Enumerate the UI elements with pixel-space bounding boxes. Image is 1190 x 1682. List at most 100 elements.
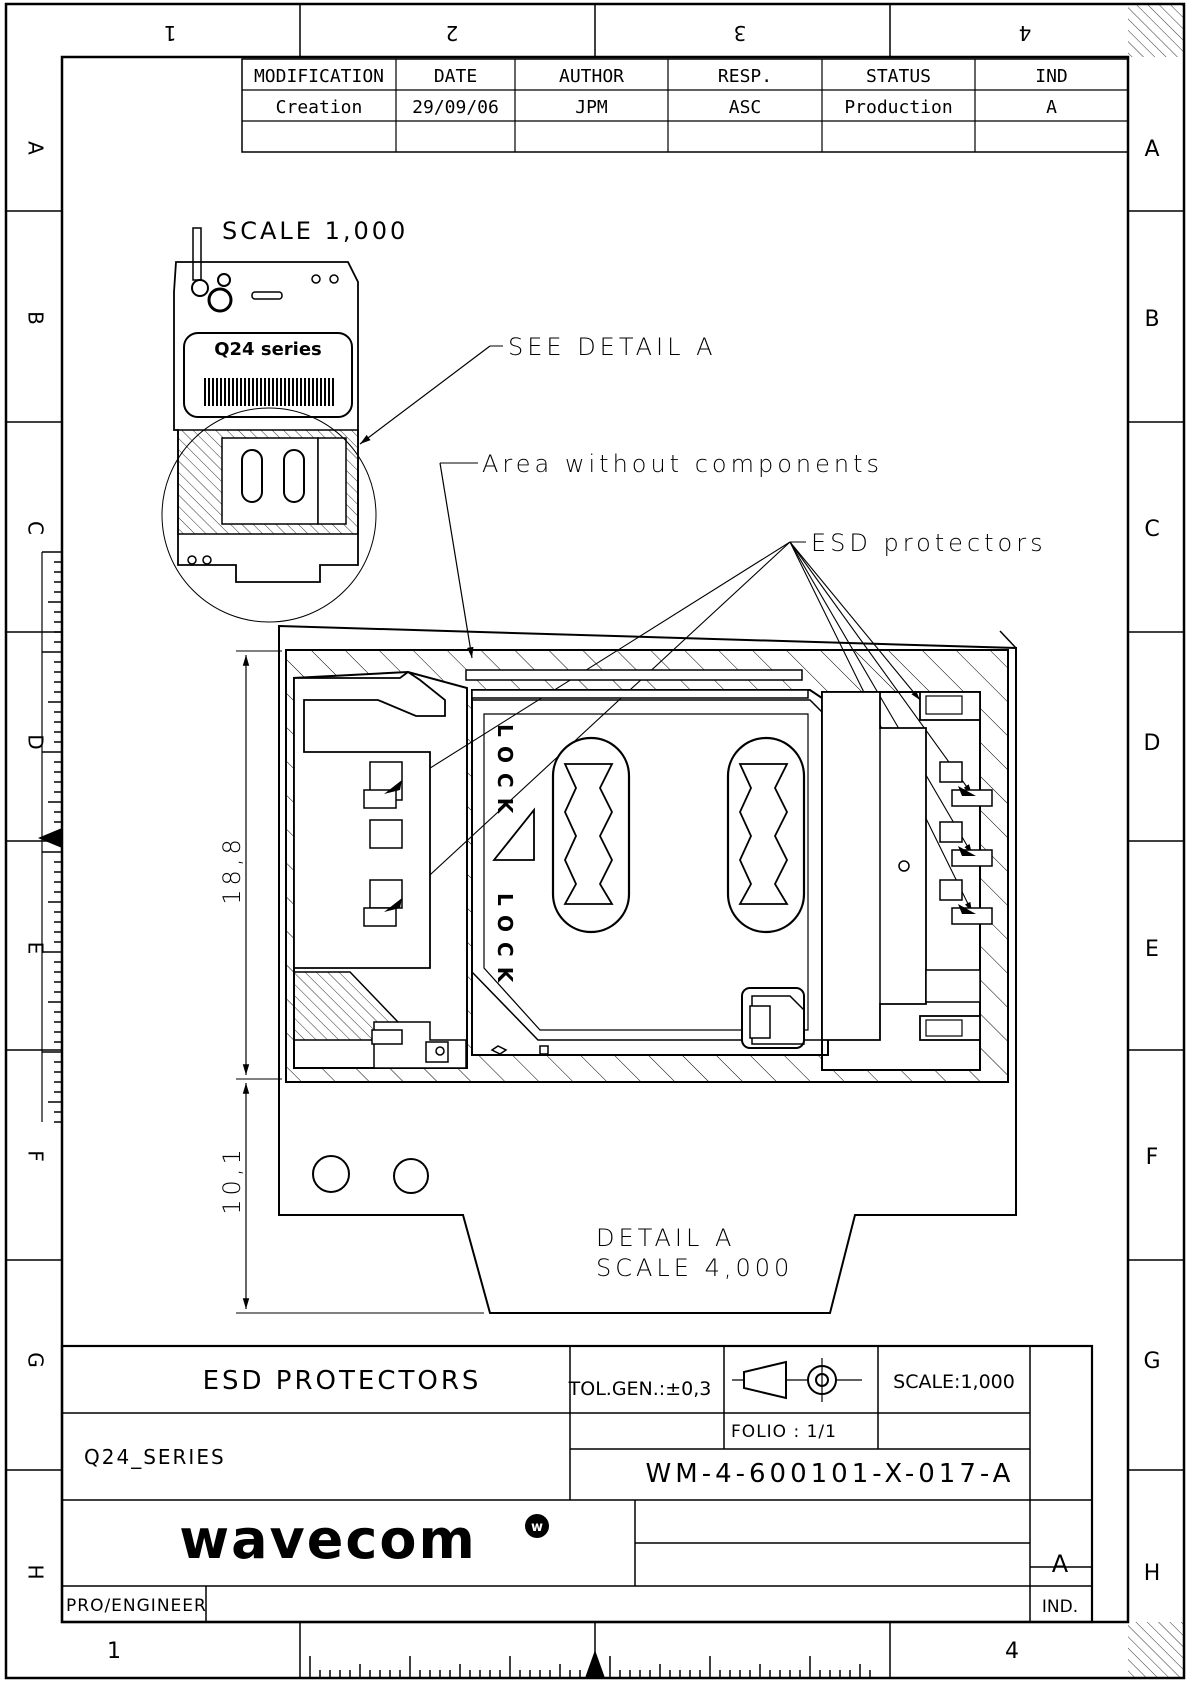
revision-cell: A <box>1046 97 1057 118</box>
revision-cell: JPM <box>575 97 608 118</box>
hole <box>311 274 321 284</box>
module-outline <box>173 261 359 583</box>
left-ruler <box>41 551 62 1123</box>
right-connector-block <box>821 691 927 1041</box>
hole <box>435 1046 445 1056</box>
revision-cell: 29/09/06 <box>412 97 499 118</box>
pcb-outline <box>278 624 1017 1314</box>
callouts: SEE DETAIL A Area without components ESD… <box>359 333 1043 913</box>
company-logo: wavecom <box>179 1508 477 1571</box>
sim-contact-left <box>551 736 631 934</box>
product-name: Q24_SERIES <box>84 1445 226 1469</box>
corner-hatch <box>1128 4 1184 57</box>
logo-mark-letter: w <box>531 1520 543 1535</box>
zone-label-row: D <box>1144 731 1161 756</box>
lock-label-top: LOCK <box>493 724 517 823</box>
folio: FOLIO : 1/1 <box>731 1422 837 1442</box>
centering-mark <box>585 1650 605 1678</box>
logo-mark <box>525 1514 549 1538</box>
overview-view: SCALE 1,000 Q24 series <box>161 217 408 623</box>
zone-label-row: G <box>1143 1349 1160 1374</box>
zone-label-row: F <box>24 1150 48 1162</box>
dim-label-height: 18,8 <box>218 835 246 904</box>
zone-label-row: A <box>24 141 48 155</box>
pad-inner <box>925 695 963 715</box>
label-plate <box>183 332 353 418</box>
overview-scale-label: SCALE 1,000 <box>222 217 408 245</box>
zone-label-row: A <box>1144 137 1159 162</box>
projection-symbol-icon <box>732 1358 862 1402</box>
hole <box>329 274 339 284</box>
tolerance: TOL.GEN.:±0,3 <box>568 1378 712 1400</box>
contact-pin <box>939 879 963 901</box>
sim-contact <box>283 449 305 503</box>
detail-caption-line-1: DETAIL A <box>596 1224 735 1252</box>
slot <box>251 291 283 300</box>
card-outline-inner <box>483 713 809 1031</box>
top-rail <box>471 689 809 699</box>
zone-label-row: H <box>1144 1561 1161 1586</box>
corner-hatch <box>1128 1622 1184 1678</box>
zone-label-row: D <box>24 734 48 749</box>
small-mark <box>490 1045 508 1055</box>
revision-header-cell: MODIFICATION <box>254 66 384 87</box>
pad <box>425 1041 449 1063</box>
sim-contact-right <box>726 736 806 934</box>
area-without-components-label: Area without components <box>482 450 883 478</box>
contact-pin <box>369 819 403 849</box>
title-block: ESD PROTECTORS TOL.GEN.:±0,3 SCALE:1,000… <box>60 1344 1094 1624</box>
esd-protector-mark <box>384 780 402 794</box>
zone-label-row: C <box>1144 517 1159 542</box>
contact-pin <box>951 789 993 807</box>
detail-circle <box>161 407 377 623</box>
zone-label-row: H <box>24 1564 48 1579</box>
centering-mark <box>38 828 62 848</box>
revision-header-cell: RESP. <box>718 66 772 87</box>
bottom-ruler <box>309 1656 871 1678</box>
antenna <box>192 227 202 281</box>
zone-label-column: 4 <box>1019 21 1032 45</box>
dim-label-lower: 10,1 <box>218 1145 246 1214</box>
mounting-hole <box>393 1158 429 1194</box>
revision-cell: Creation <box>276 97 363 118</box>
revision-cell: ASC <box>729 97 762 118</box>
mounting-hole <box>312 1155 350 1193</box>
esd-leader-line <box>789 541 973 913</box>
zone-label-column: 1 <box>107 1639 121 1664</box>
barcode <box>204 378 334 406</box>
index-value: A <box>1052 1550 1069 1578</box>
zone-label-column: 3 <box>734 21 747 45</box>
drawing-title: ESD PROTECTORS <box>203 1366 482 1396</box>
software-label: PRO/ENGINEER <box>66 1596 207 1616</box>
contact-pin <box>939 761 963 783</box>
pad <box>371 1029 403 1045</box>
sim-latch <box>317 437 347 525</box>
revision-header-cell: DATE <box>434 66 477 87</box>
zone-label-row: F <box>1146 1145 1159 1170</box>
contact-pin <box>369 879 403 909</box>
revision-header-cell: STATUS <box>866 66 931 87</box>
zone-label-row: G <box>24 1352 48 1368</box>
zone-label-row: E <box>1145 937 1159 962</box>
lock-arrow <box>492 807 535 861</box>
zone-label-row: B <box>1144 307 1159 332</box>
see-detail-label: SEE DETAIL A <box>508 333 717 361</box>
top-rail <box>465 669 803 681</box>
dimensions: 18,8 10,1 <box>218 650 484 1314</box>
contact-pin <box>939 821 963 843</box>
index-label: IND. <box>1042 1597 1078 1617</box>
card-latch <box>741 987 805 1049</box>
left-contact-pins <box>363 761 403 927</box>
pad-inner <box>925 1019 963 1037</box>
detail-view: LOCK LOCK <box>278 624 1017 1314</box>
right-contact-pins <box>939 761 993 925</box>
drawing-number: WM-4-600101-X-017-A <box>646 1459 1015 1489</box>
pad <box>925 969 981 1003</box>
esd-protector-mark <box>958 904 976 914</box>
lock-label-bottom: LOCK <box>493 893 517 992</box>
zone-label-row: E <box>24 942 48 955</box>
detail-caption-line-2: SCALE 4,000 <box>596 1254 793 1282</box>
zone-label-row: B <box>24 311 48 325</box>
label-plate-text: Q24 series <box>214 339 322 360</box>
